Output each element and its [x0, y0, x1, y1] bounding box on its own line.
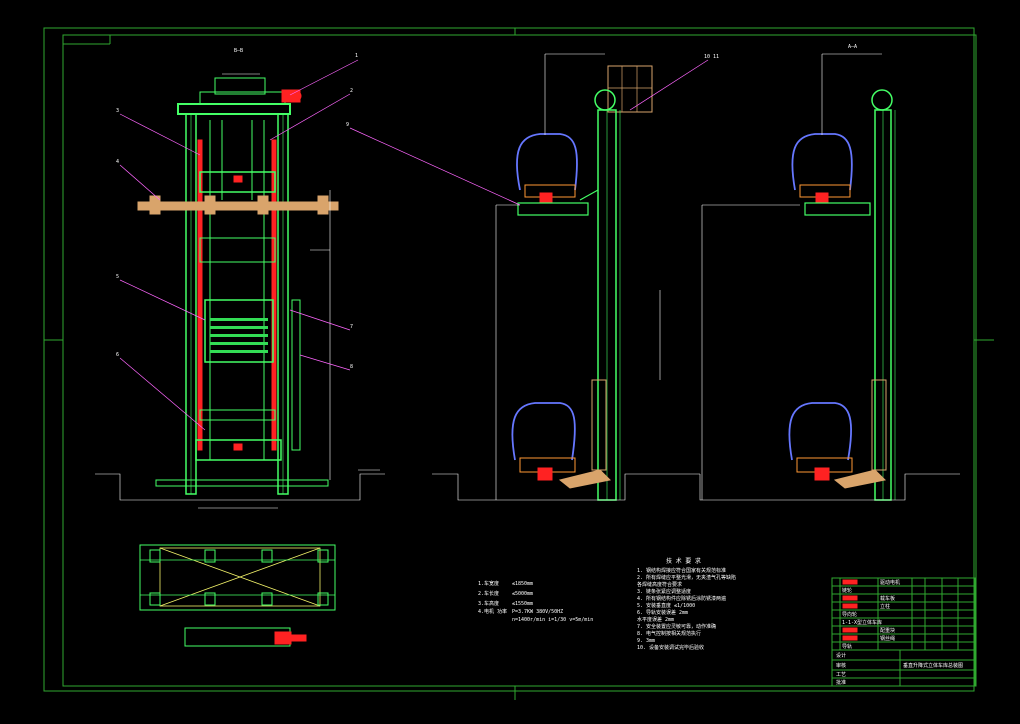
- svg-text:n=1400r/min i=1/30 v=5m/min: n=1400r/min i=1/30 v=5m/min: [512, 617, 593, 623]
- svg-text:≤1850mm: ≤1850mm: [512, 581, 533, 587]
- svg-text:设计: 设计: [836, 652, 846, 659]
- side-view-b: A—A: [699, 44, 960, 501]
- sheet-border: [43, 27, 994, 700]
- parameters-block: 1.车宽度 ≤1850mm 2.车长度 ≤5000mm 3.车高度 ≤1550m…: [478, 580, 593, 623]
- svg-text:6. 导轨安装误差 2mm: 6. 导轨安装误差 2mm: [637, 609, 688, 616]
- svg-text:2. 所有焊缝应平整光滑，无夹渣气孔等缺陷: 2. 所有焊缝应平整光滑，无夹渣气孔等缺陷: [637, 574, 736, 581]
- callout-7: 7: [350, 324, 353, 330]
- svg-text:3. 链条张紧应调整适度: 3. 链条张紧应调整适度: [637, 588, 691, 595]
- svg-text:导轨: 导轨: [842, 643, 852, 650]
- callout-4: 4: [116, 159, 119, 165]
- notes-title: 技 术 要 求: [666, 557, 701, 565]
- title-block: 链轮 导向轮 1-1-X型立体车库 导轨 驱动电机 载车板 立柱 配重块 钢丝绳…: [831, 577, 976, 687]
- svg-text:审核: 审核: [836, 662, 846, 669]
- svg-text:钢丝绳: 钢丝绳: [880, 635, 895, 642]
- svg-text:≤5000mm: ≤5000mm: [512, 591, 533, 597]
- callout-5: 5: [116, 274, 119, 280]
- callout-3: 3: [116, 108, 119, 114]
- svg-text:10. 设备安装调试完毕后验收: 10. 设备安装调试完毕后验收: [637, 644, 704, 651]
- callout-10-11: 10 11: [704, 54, 719, 60]
- svg-text:配重块: 配重块: [880, 627, 895, 634]
- svg-text:批准: 批准: [836, 679, 846, 686]
- svg-text:2.车长度: 2.车长度: [478, 590, 499, 597]
- side-view-label: A—A: [848, 44, 857, 50]
- svg-text:5. 安装垂直度 ≤1/1000: 5. 安装垂直度 ≤1/1000: [637, 602, 695, 609]
- drawing-title: 垂直升降式立体车库总装图: [903, 662, 963, 669]
- svg-text:载车板: 载车板: [880, 595, 895, 602]
- svg-text:4. 所有钢结构件应除锈后涂防锈漆两遍: 4. 所有钢结构件应除锈后涂防锈漆两遍: [637, 595, 726, 602]
- svg-text:8. 电气控制按相关规范执行: 8. 电气控制按相关规范执行: [637, 630, 701, 637]
- callout-9: 9: [346, 122, 349, 128]
- plan-view: [139, 544, 336, 647]
- callout-1: 1: [355, 53, 358, 59]
- svg-text:9. 3mm: 9. 3mm: [637, 638, 655, 644]
- svg-text:1.车宽度: 1.车宽度: [478, 580, 499, 587]
- svg-text:7. 安全装置应灵敏可靠，动作准确: 7. 安全装置应灵敏可靠，动作准确: [637, 623, 716, 630]
- svg-text:P=3.7KW 380V/50HZ: P=3.7KW 380V/50HZ: [512, 609, 563, 615]
- technical-notes: 技 术 要 求 1. 钢结构焊接应符合国家有关规范标准 2. 所有焊缝应平整光滑…: [637, 557, 736, 651]
- svg-text:各焊缝高度符合要求: 各焊缝高度符合要求: [637, 581, 682, 588]
- side-view-a: 9 10 11: [346, 53, 719, 501]
- svg-text:导向轮: 导向轮: [842, 611, 857, 618]
- svg-text:工艺: 工艺: [836, 672, 846, 678]
- callout-2: 2: [350, 88, 353, 94]
- svg-text:≤1550mm: ≤1550mm: [512, 601, 533, 607]
- svg-text:立柱: 立柱: [880, 603, 890, 610]
- callout-6: 6: [116, 352, 119, 358]
- svg-text:1. 钢结构焊接应符合国家有关规范标准: 1. 钢结构焊接应符合国家有关规范标准: [637, 567, 726, 574]
- callout-8: 8: [350, 364, 353, 370]
- svg-text:3.车高度: 3.车高度: [478, 600, 499, 607]
- front-view-label: B—B: [234, 48, 243, 54]
- svg-text:1-1-X型立体车库: 1-1-X型立体车库: [842, 619, 882, 626]
- svg-text:4.电机 功率: 4.电机 功率: [478, 608, 507, 615]
- svg-text:链轮: 链轮: [842, 587, 852, 594]
- cross-beam: [137, 201, 339, 211]
- svg-text:水平度误差 2mm: 水平度误差 2mm: [637, 616, 674, 623]
- front-view: B—B: [95, 48, 385, 509]
- svg-text:驱动电机: 驱动电机: [880, 579, 900, 586]
